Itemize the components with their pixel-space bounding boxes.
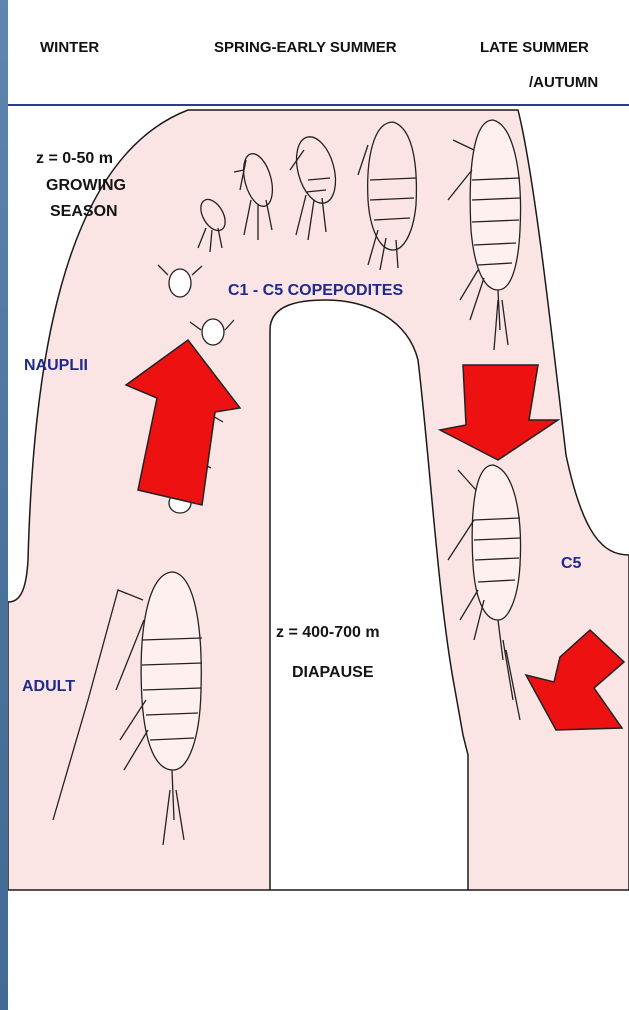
adult-label: ADULT	[22, 678, 75, 696]
deep-depth-label: z = 400-700 m	[276, 624, 380, 642]
growing-season-line1: GROWING	[46, 177, 126, 195]
surface-depth-label: z = 0-50 m	[36, 150, 113, 168]
growing-season-line2: SEASON	[50, 203, 118, 221]
copepodites-label: C1 - C5 COPEPODITES	[228, 282, 403, 300]
diagram-canvas: WINTER SPRING-EARLY SUMMER LATE SUMMER /…	[8, 0, 629, 1010]
c5-label: C5	[561, 555, 581, 573]
habitat-zone	[8, 110, 629, 890]
nauplii-label: NAUPLII	[24, 357, 88, 375]
diapause-label: DIAPAUSE	[292, 664, 374, 682]
